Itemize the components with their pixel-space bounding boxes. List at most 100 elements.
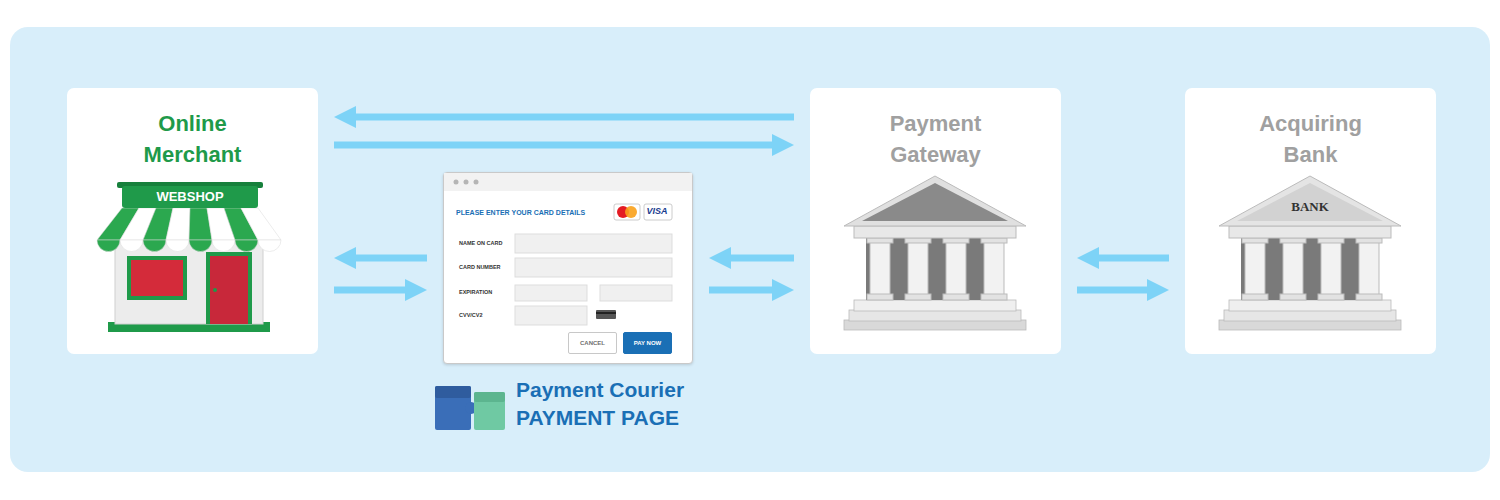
column-base [1280, 294, 1306, 300]
webshop-illustration-part [213, 288, 217, 292]
awning-scallop [97, 240, 120, 251]
gateway-building-part [849, 310, 1021, 321]
arrow-shaft [709, 287, 772, 294]
field-label: CVV/CV2 [459, 312, 483, 318]
arrow-shaft [356, 114, 794, 121]
node-text: PLEASE ENTER YOUR CARD DETAILS [456, 208, 606, 217]
puzzle-icon-part [474, 392, 505, 402]
webshop-illustration-part [210, 256, 248, 324]
payment-form-part-part [515, 306, 587, 325]
awning-stripe [166, 208, 190, 240]
node-text: Acquiring Bank [1241, 108, 1381, 170]
building-columns [867, 238, 1007, 300]
sign-text: WEBSHOP [156, 189, 223, 205]
arrow-shaft [334, 142, 772, 149]
bank-building-part [1224, 310, 1396, 321]
panel-ground [10, 27, 1490, 472]
awning-scallop [258, 240, 281, 252]
column-capital [1318, 238, 1344, 243]
building-columns [1242, 238, 1382, 300]
awning-scallop [120, 240, 143, 252]
gateway-building-part [854, 226, 1016, 238]
arrow-head [1077, 247, 1099, 269]
payment-form-part [644, 204, 672, 220]
column-shaft [908, 240, 928, 296]
flow-arrow [1077, 279, 1169, 301]
flow-arrow [709, 279, 794, 301]
column-capital [981, 238, 1007, 243]
field-label: NAME ON CARD [459, 240, 502, 246]
flow-arrow [334, 279, 427, 301]
gateway-building-part [854, 300, 1016, 311]
column-base [1356, 294, 1382, 300]
column-shaft [1359, 240, 1379, 296]
column-capital [1242, 238, 1268, 243]
column-shaft [946, 240, 966, 296]
arrow-head [772, 134, 794, 156]
cancel-button: CANCEL [568, 332, 617, 354]
label-holder: EXPIRATION [459, 289, 492, 295]
arrow-head [334, 247, 356, 269]
webshop-illustration-part [122, 186, 258, 208]
flow-arrow [709, 247, 794, 269]
column-capital [867, 238, 893, 243]
payment-form-part-part [515, 285, 587, 301]
payment-form-part [596, 310, 616, 319]
awning-scallop [189, 240, 212, 252]
column-base [867, 294, 893, 300]
arrow-head [772, 279, 794, 301]
bank-building-part [1229, 226, 1391, 238]
label-holder: BANK [1291, 199, 1329, 215]
payment-form-part [614, 204, 640, 220]
arrow-head [709, 247, 731, 269]
node-text: Payment Courier PAYMENT PAGE [516, 376, 716, 432]
column-base [905, 294, 931, 300]
arrow-shaft [1099, 255, 1169, 262]
awning-scallop [212, 240, 235, 252]
arrow-shaft [356, 255, 427, 262]
bank-building-part [1229, 300, 1391, 311]
node-text: Online Merchant [123, 108, 263, 170]
column-base [1318, 294, 1344, 300]
column-base [1242, 294, 1268, 300]
arrow-shaft [334, 287, 405, 294]
bank-building-part [1219, 176, 1401, 226]
payment-form-part [596, 312, 616, 314]
column-capital [1356, 238, 1382, 243]
gateway-building-part [866, 238, 1004, 300]
label-holder: VISA [646, 206, 667, 216]
bank-building-part [1219, 320, 1401, 330]
column-capital [905, 238, 931, 243]
payment-form-part [474, 180, 479, 185]
label-holder: NAME ON CARD [459, 240, 502, 246]
column-base [981, 294, 1007, 300]
node-text: CANCEL [580, 339, 605, 347]
awning-scallop [235, 240, 258, 252]
bank-box: Acquiring Bank [1185, 88, 1436, 354]
pay-button: PAY NOW [623, 332, 672, 354]
webshop-illustration-part [115, 240, 263, 324]
awning-scallop [143, 240, 166, 252]
arrow-head [405, 279, 427, 301]
payment-form-part [454, 180, 459, 185]
column-shaft [1321, 240, 1341, 296]
flow-arrow [334, 247, 427, 269]
gateway-building-part [844, 176, 1026, 226]
node-text: PAY NOW [634, 339, 662, 347]
payment-form-part-part [515, 258, 672, 277]
gateway-box: Payment Gateway [810, 88, 1061, 354]
awning-scallop [166, 240, 189, 252]
building-sign-text: BANK [1291, 199, 1329, 215]
card-logo-text: VISA [646, 206, 667, 216]
arrow-head [1147, 279, 1169, 301]
bank-building-part [1241, 238, 1379, 300]
column-capital [1280, 238, 1306, 243]
label-holder: WEBSHOP [156, 189, 223, 205]
gateway-building-part [862, 183, 1008, 221]
payment-form-part [444, 173, 692, 191]
column-shaft [1245, 240, 1265, 296]
shop-awning [97, 208, 281, 252]
gateway-building-part [844, 320, 1026, 330]
payment-form-part [625, 206, 637, 218]
